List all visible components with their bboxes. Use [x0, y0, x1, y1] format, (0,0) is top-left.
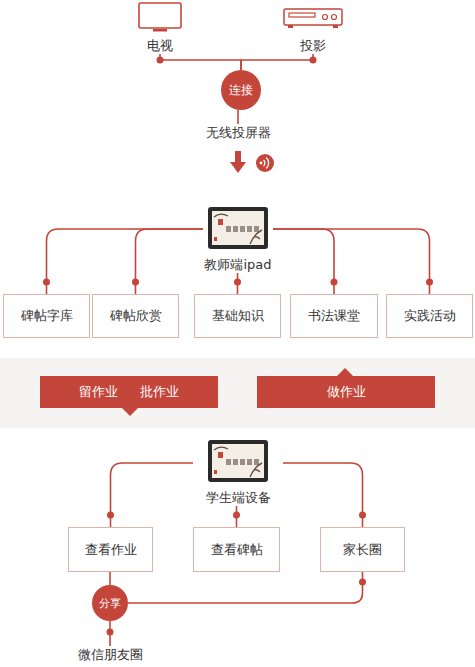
connector	[273, 229, 338, 294]
connector	[107, 621, 114, 646]
connector	[233, 506, 240, 527]
connector-line	[273, 229, 430, 294]
action-circle: 连接	[221, 70, 261, 110]
task-band: 留作业 批作业	[40, 376, 218, 416]
joint-dot	[426, 279, 433, 286]
connector-line	[160, 54, 241, 70]
device-label: 投影	[283, 38, 343, 54]
joint-dot	[359, 579, 366, 586]
device-node: 教师端ipad	[203, 207, 273, 273]
band-shape	[40, 376, 218, 416]
connector-line	[273, 229, 334, 294]
process-box: 碑帖字库	[3, 294, 90, 338]
circle-text-holder: 连接	[221, 70, 261, 110]
connector	[241, 54, 317, 70]
connector	[132, 229, 203, 294]
tv-icon	[135, 2, 185, 34]
joint-dot	[107, 629, 114, 636]
box-label: 碑帖字库	[21, 307, 73, 325]
connector	[107, 463, 193, 527]
joint-dot	[310, 57, 317, 64]
circle-label: 分享	[99, 596, 121, 611]
display-node: 电视	[135, 2, 185, 54]
connector	[238, 110, 239, 124]
display-node: 投影	[283, 2, 343, 54]
background-strip	[0, 358, 475, 428]
node-label: 无线投屏器	[206, 124, 271, 142]
process-box: 实践活动	[386, 294, 473, 338]
process-box: 基础知识	[194, 294, 281, 338]
box-label: 书法课堂	[308, 307, 360, 325]
connector-line	[283, 463, 363, 527]
joint-dot	[359, 512, 366, 519]
tablet-icon	[193, 440, 283, 484]
circle-text-holder: 分享	[92, 585, 128, 621]
box-label: 查看碑帖	[211, 541, 263, 559]
connector	[230, 142, 246, 207]
box-label: 家长圈	[343, 541, 382, 559]
text-node: 微信朋友圈	[60, 646, 160, 664]
arrow-shaft	[235, 142, 241, 207]
process-box: 查看碑帖	[193, 527, 280, 572]
device-label: 教师端ipad	[203, 257, 273, 273]
band-label: 做作业	[327, 383, 366, 401]
arrow-head	[230, 162, 246, 173]
process-box: 书法课堂	[290, 294, 378, 338]
projector-icon	[283, 2, 343, 34]
process-box: 碑帖欣赏	[92, 294, 179, 338]
box-label: 基础知识	[212, 307, 264, 325]
connector	[110, 572, 111, 585]
band-text-holder: 留作业 批作业	[40, 376, 218, 408]
box-label: 实践活动	[404, 307, 456, 325]
device-label: 学生端设备	[193, 490, 283, 506]
connector-line	[237, 110, 239, 124]
box-label: 查看作业	[85, 541, 137, 559]
circle-label: 连接	[229, 82, 253, 99]
joint-dot	[233, 512, 240, 519]
joint-dot	[157, 57, 164, 64]
joint-dot	[234, 279, 241, 286]
connector-line	[47, 229, 204, 294]
process-box: 查看作业	[68, 527, 153, 572]
connector-line	[111, 463, 194, 527]
joint-dot	[107, 512, 114, 519]
device-label: 电视	[135, 38, 185, 54]
connector-line	[241, 54, 313, 70]
process-box: 家长圈	[320, 527, 405, 572]
task-band: 做作业	[257, 368, 435, 408]
wireless-symbol	[256, 154, 274, 172]
connector-line	[128, 572, 363, 603]
tablet-icon	[203, 207, 273, 251]
connector	[128, 572, 366, 603]
connector	[273, 229, 433, 294]
joint-dot	[132, 279, 139, 286]
connector	[43, 229, 203, 294]
action-circle: 分享	[92, 585, 128, 621]
band-text-holder: 做作业	[257, 376, 435, 408]
joint-dot	[331, 279, 338, 286]
connector-line	[136, 229, 204, 294]
connector	[157, 54, 242, 70]
connector	[283, 463, 366, 527]
device-node: 学生端设备	[193, 440, 283, 506]
band-label: 批作业	[140, 383, 179, 401]
connector-line	[109, 572, 111, 585]
connector	[234, 273, 241, 294]
joint-dot	[43, 279, 50, 286]
text-node: 无线投屏器	[178, 124, 298, 142]
band-label: 留作业	[79, 383, 118, 401]
node-label: 微信朋友圈	[78, 646, 143, 664]
box-label: 碑帖欣赏	[110, 307, 162, 325]
